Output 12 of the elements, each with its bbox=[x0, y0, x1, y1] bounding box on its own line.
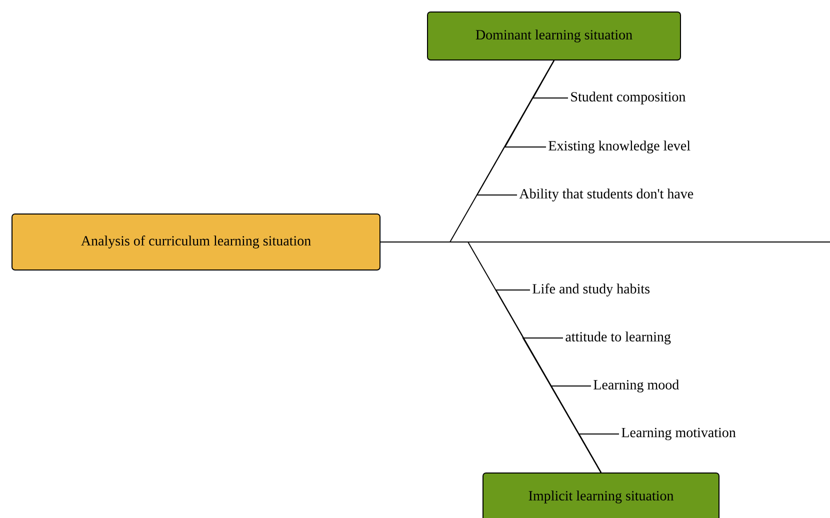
tick-line bbox=[476, 60, 554, 196]
category-box: Dominant learning situation bbox=[427, 12, 681, 60]
item-label: attitude to learning bbox=[566, 332, 671, 344]
item-label: Learning mood bbox=[594, 380, 679, 392]
tick-line bbox=[578, 434, 620, 473]
item-label: Life and study habits bbox=[532, 284, 650, 296]
category-box: Implicit learning situation bbox=[482, 472, 720, 518]
item-label: Ability that students don't have bbox=[519, 188, 694, 202]
topic-box: Analysis of curriculum learning situation bbox=[12, 214, 380, 270]
item-label: Learning motivation bbox=[622, 428, 736, 440]
item-label: Existing knowledge level bbox=[548, 140, 690, 154]
item-label: Student composition bbox=[571, 92, 686, 104]
